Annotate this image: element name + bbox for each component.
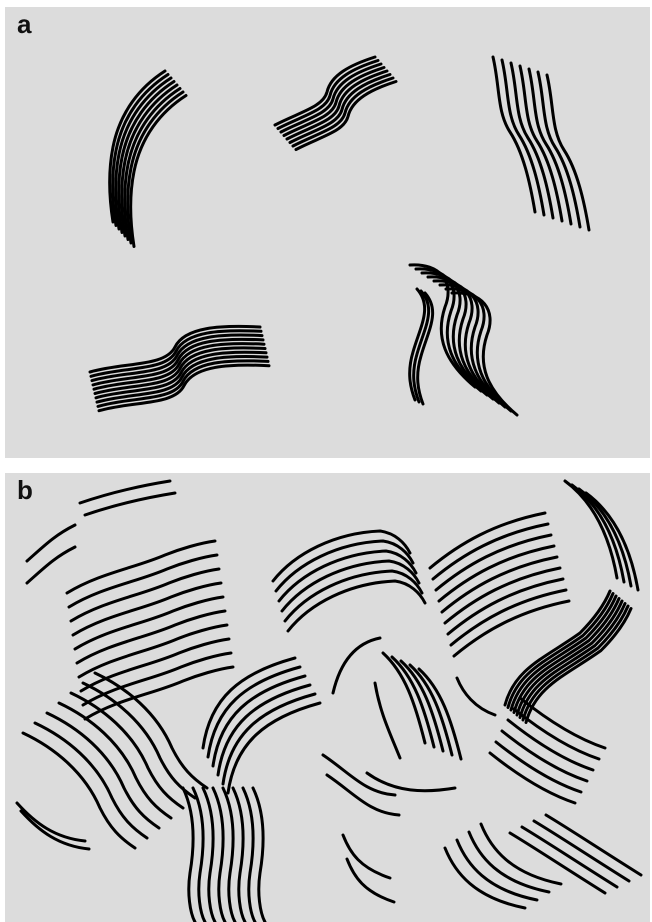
bundle-b1 bbox=[27, 525, 75, 583]
bundle-b17 bbox=[367, 773, 455, 791]
bundle-b4-stroke bbox=[288, 581, 425, 631]
bundle-b21 bbox=[510, 815, 641, 893]
bundle-b15 bbox=[183, 788, 265, 922]
bundle-b8-stroke bbox=[228, 703, 320, 793]
bundle-b15-stroke bbox=[223, 788, 235, 922]
bundle-b15-stroke bbox=[183, 788, 195, 922]
bundle-b14 bbox=[17, 803, 89, 849]
bundle-b15-stroke bbox=[233, 788, 245, 922]
bundle-a6 bbox=[410, 289, 433, 404]
bundle-b15-stroke bbox=[243, 788, 255, 922]
bundle-b19-stroke bbox=[347, 859, 394, 902]
bundle-b13 bbox=[23, 673, 207, 848]
bundle-b9 bbox=[333, 638, 380, 693]
bundle-b6 bbox=[565, 481, 638, 590]
bundle-b20 bbox=[445, 824, 561, 908]
bundle-a4 bbox=[90, 326, 269, 410]
bundle-a1 bbox=[110, 71, 186, 247]
bundle-b1-stroke bbox=[27, 547, 75, 583]
bundle-b4 bbox=[273, 531, 425, 631]
panel-b: b bbox=[5, 473, 650, 922]
panel-a-strokes bbox=[5, 7, 650, 458]
bundle-b15-stroke bbox=[203, 788, 215, 922]
bundle-b1-stroke bbox=[27, 525, 75, 561]
bundle-a2 bbox=[275, 57, 396, 150]
panel-b-strokes bbox=[5, 473, 650, 922]
bundle-b18 bbox=[490, 698, 605, 803]
bundle-b21-stroke bbox=[534, 821, 629, 881]
bundle-b8 bbox=[203, 658, 320, 793]
bundle-b19-stroke bbox=[343, 835, 390, 878]
bundle-b5 bbox=[430, 513, 569, 656]
bundle-b20-stroke bbox=[481, 824, 561, 884]
bundle-b12 bbox=[457, 678, 495, 715]
bundle-a3 bbox=[493, 57, 589, 230]
panel-a: a bbox=[5, 7, 650, 458]
bundle-b12-stroke bbox=[457, 678, 495, 715]
bundle-b3-stroke bbox=[80, 481, 170, 503]
bundle-b3 bbox=[80, 481, 175, 515]
bundle-b2 bbox=[67, 541, 233, 719]
bundle-b15-stroke bbox=[253, 788, 265, 922]
bundle-b19 bbox=[343, 835, 394, 902]
bundle-b9-stroke bbox=[333, 638, 380, 693]
bundle-b2-stroke bbox=[67, 541, 215, 593]
bundle-b11-stroke bbox=[375, 683, 400, 758]
bundle-b15-stroke bbox=[193, 788, 205, 922]
bundle-b11 bbox=[375, 683, 400, 758]
bundle-b16-stroke bbox=[323, 755, 395, 795]
bundle-b17-stroke bbox=[367, 773, 455, 791]
bundle-b15-stroke bbox=[213, 788, 225, 922]
bundle-b18-stroke bbox=[490, 753, 575, 803]
